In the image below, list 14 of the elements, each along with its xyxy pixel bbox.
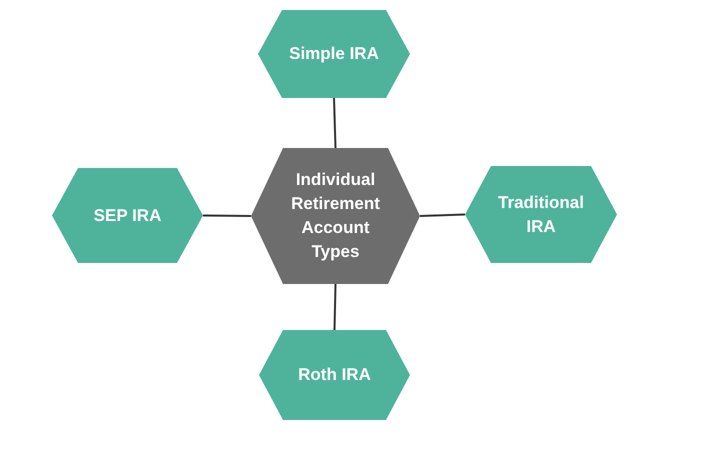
node-label: Individual Retirement Account Types [290, 169, 381, 263]
hexagon-node [251, 148, 420, 284]
connector-line [420, 214, 466, 217]
node-label: Traditional IRA [497, 192, 585, 238]
hexagon-node [258, 10, 410, 98]
hexagon-node [52, 168, 203, 263]
node-label: Roth IRA [298, 364, 371, 386]
node-label: Simple IRA [289, 43, 379, 65]
connector-line [334, 284, 336, 330]
connector-line [202, 214, 252, 217]
node-label: SEP IRA [94, 204, 162, 226]
connector-line [333, 98, 336, 148]
hexagon-node [465, 166, 617, 263]
hexagon-node [259, 330, 410, 420]
